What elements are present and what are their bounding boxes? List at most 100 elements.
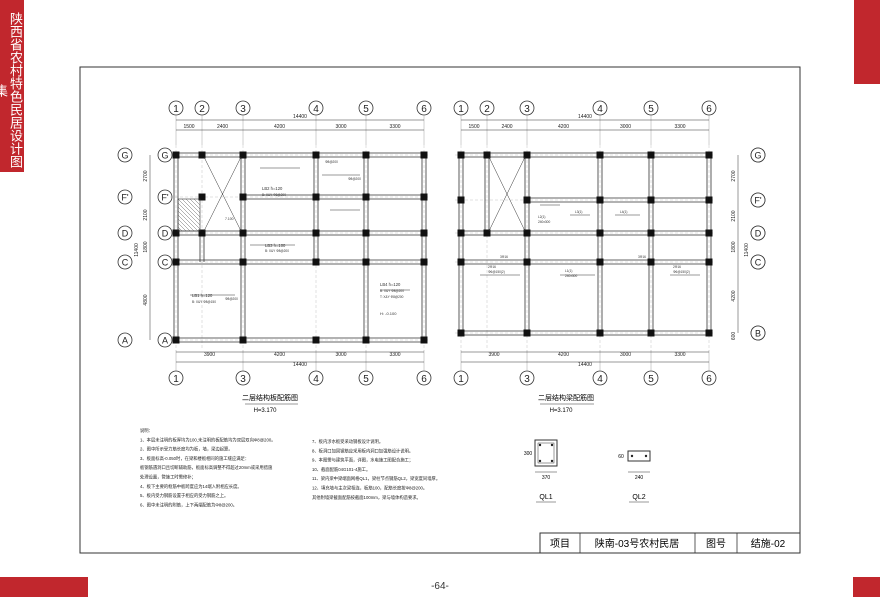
hatch-line [177,226,183,232]
page-number: -64- [431,581,449,592]
axis-label-row-right: C [162,258,169,268]
structural-column [312,336,320,344]
structural-column [705,329,713,337]
title-block-label-drawing-no: 图号 [706,538,726,550]
structural-column [362,229,370,237]
right-plan-title: 二层结构梁配筋图 [538,393,594,402]
axis-label-top: 6 [706,104,712,115]
structural-column [523,229,531,237]
structural-column [596,196,604,204]
axis-label-row-right: B [755,329,761,339]
note-line: 6、图中未注明的附筋，上下两端配筋为Φ8@200。 [140,501,237,508]
title-block-project-name: 陕南-03号农村民居 [595,537,679,550]
axis-label-row-right: A [162,336,168,346]
dim-side: 11400 [134,243,140,257]
structural-column [198,229,206,237]
rebar-note: L3(1) [575,210,582,214]
axis-label-top: 1 [173,104,179,115]
dim-bottom: 3900 [488,352,499,358]
dim-top: 1500 [468,124,479,130]
opening-cross [488,156,526,232]
note-line: 1、本层未注明的板厚均为100,未注明的板配筋均为双层双向Φ8@200。 [140,436,276,443]
structural-column [457,151,465,159]
structural-column [596,151,604,159]
right-plan-height: H=3.170 [550,408,574,414]
notes-left: 说明：1、本层未注明的板厚均为100,未注明的板配筋均为双层双向Φ8@200。2… [140,427,276,508]
structural-column [596,229,604,237]
right-floor-plan: 12345613456GGF'F'DDCCBB14400150024004200… [453,100,766,386]
bottom-white-band [88,577,853,597]
dim-total-bottom: 14400 [293,362,307,368]
dim-bottom: 4200 [274,352,285,358]
axis-label-bottom: 3 [240,374,246,385]
dim-top: 3000 [620,124,631,130]
structural-column [172,258,180,266]
drawing-frame [79,66,801,554]
dim-top: 2400 [501,124,512,130]
structural-column [198,193,206,201]
dim-top: 4200 [558,124,569,130]
axis-label-row-left: G [121,151,128,161]
axis-label-bottom: 5 [363,374,369,385]
axis-label-row-right: D [755,229,762,239]
note-line: 处理设置，管施工时需修补； [140,474,196,481]
rebar-note: 240x300 [538,220,550,224]
rebar-note: 3Φ16 [638,255,646,259]
dim-bottom: 3000 [620,352,631,358]
note-line: 2、图中所示受力筋长度均为板，墙，梁边起算。 [140,446,233,453]
axis-label-top: 2 [484,104,490,115]
hatch-line [177,218,191,232]
note-line: 7、板内涉水板受采动钢板设计说明。 [312,438,383,445]
axis-label-bottom: 4 [597,374,603,385]
rebar-note: LB3 h=100 [265,243,286,248]
structural-column [647,151,655,159]
dim-side: 2100 [143,209,149,220]
hatch-line [177,206,201,230]
structural-column [457,229,465,237]
ql2-height: 60 [618,454,624,460]
structural-column [705,196,713,204]
note-line: 5、板内受力钢筋设置于相应的受力钢筋之上。 [140,492,228,499]
ql2-label: QL2 [632,494,645,501]
structural-column [420,151,428,159]
structural-column [420,258,428,266]
structural-column [647,329,655,337]
note-line: 其他附墙梁截面配筋按截面100mm，梁与墙体构造要求。 [312,494,421,501]
structural-column [523,196,531,204]
axis-label-row-right: G [161,151,168,161]
rebar-note: 240x300 [565,274,577,278]
dim-bottom: 3900 [204,352,215,358]
structural-column [239,193,247,201]
dim-total-top: 14400 [578,114,592,120]
rebar-note: B: X&Y Φ8@200 [265,249,289,253]
axis-bubble-row-right [750,192,766,208]
ql1-label: QL1 [539,494,552,501]
structural-column [362,258,370,266]
axis-bubble-row-left [117,254,133,270]
rebar-note: LB4 h=120 [380,282,401,287]
hatch-line [193,198,201,206]
dim-side: 4200 [731,290,737,301]
note-line: 12、填充墙与主次梁相连，板筋100，配筋长度按Φ8@200。 [312,485,427,492]
axis-label-top: 3 [524,104,530,115]
dim-top: 3000 [335,124,346,130]
dim-bottom: 3300 [674,352,685,358]
structural-column [239,336,247,344]
structural-column [705,151,713,159]
axis-label-top: 5 [363,104,369,115]
axis-label-top: 1 [458,104,464,115]
left-plan-height: H=3.170 [254,408,278,414]
structural-column [647,196,655,204]
dim-total-top: 14400 [293,114,307,120]
note-line: 11、梁内梁中梁端面网格QL1，梁柱节点钢筋QL2，梁宽度同墙厚。 [312,475,440,482]
structural-column [420,193,428,201]
axis-bubble-row-left [117,147,133,163]
title-block-drawing-no: 结施-02 [751,537,786,550]
rebar-note: LB1 h=120 [192,293,213,298]
axis-label-top: 5 [648,104,654,115]
axis-label-row-left: C [122,258,129,268]
structural-column [596,329,604,337]
side-bar: 陕西省农村特色民居设计图集 [0,0,24,172]
axis-label-row-right: D [162,229,169,239]
